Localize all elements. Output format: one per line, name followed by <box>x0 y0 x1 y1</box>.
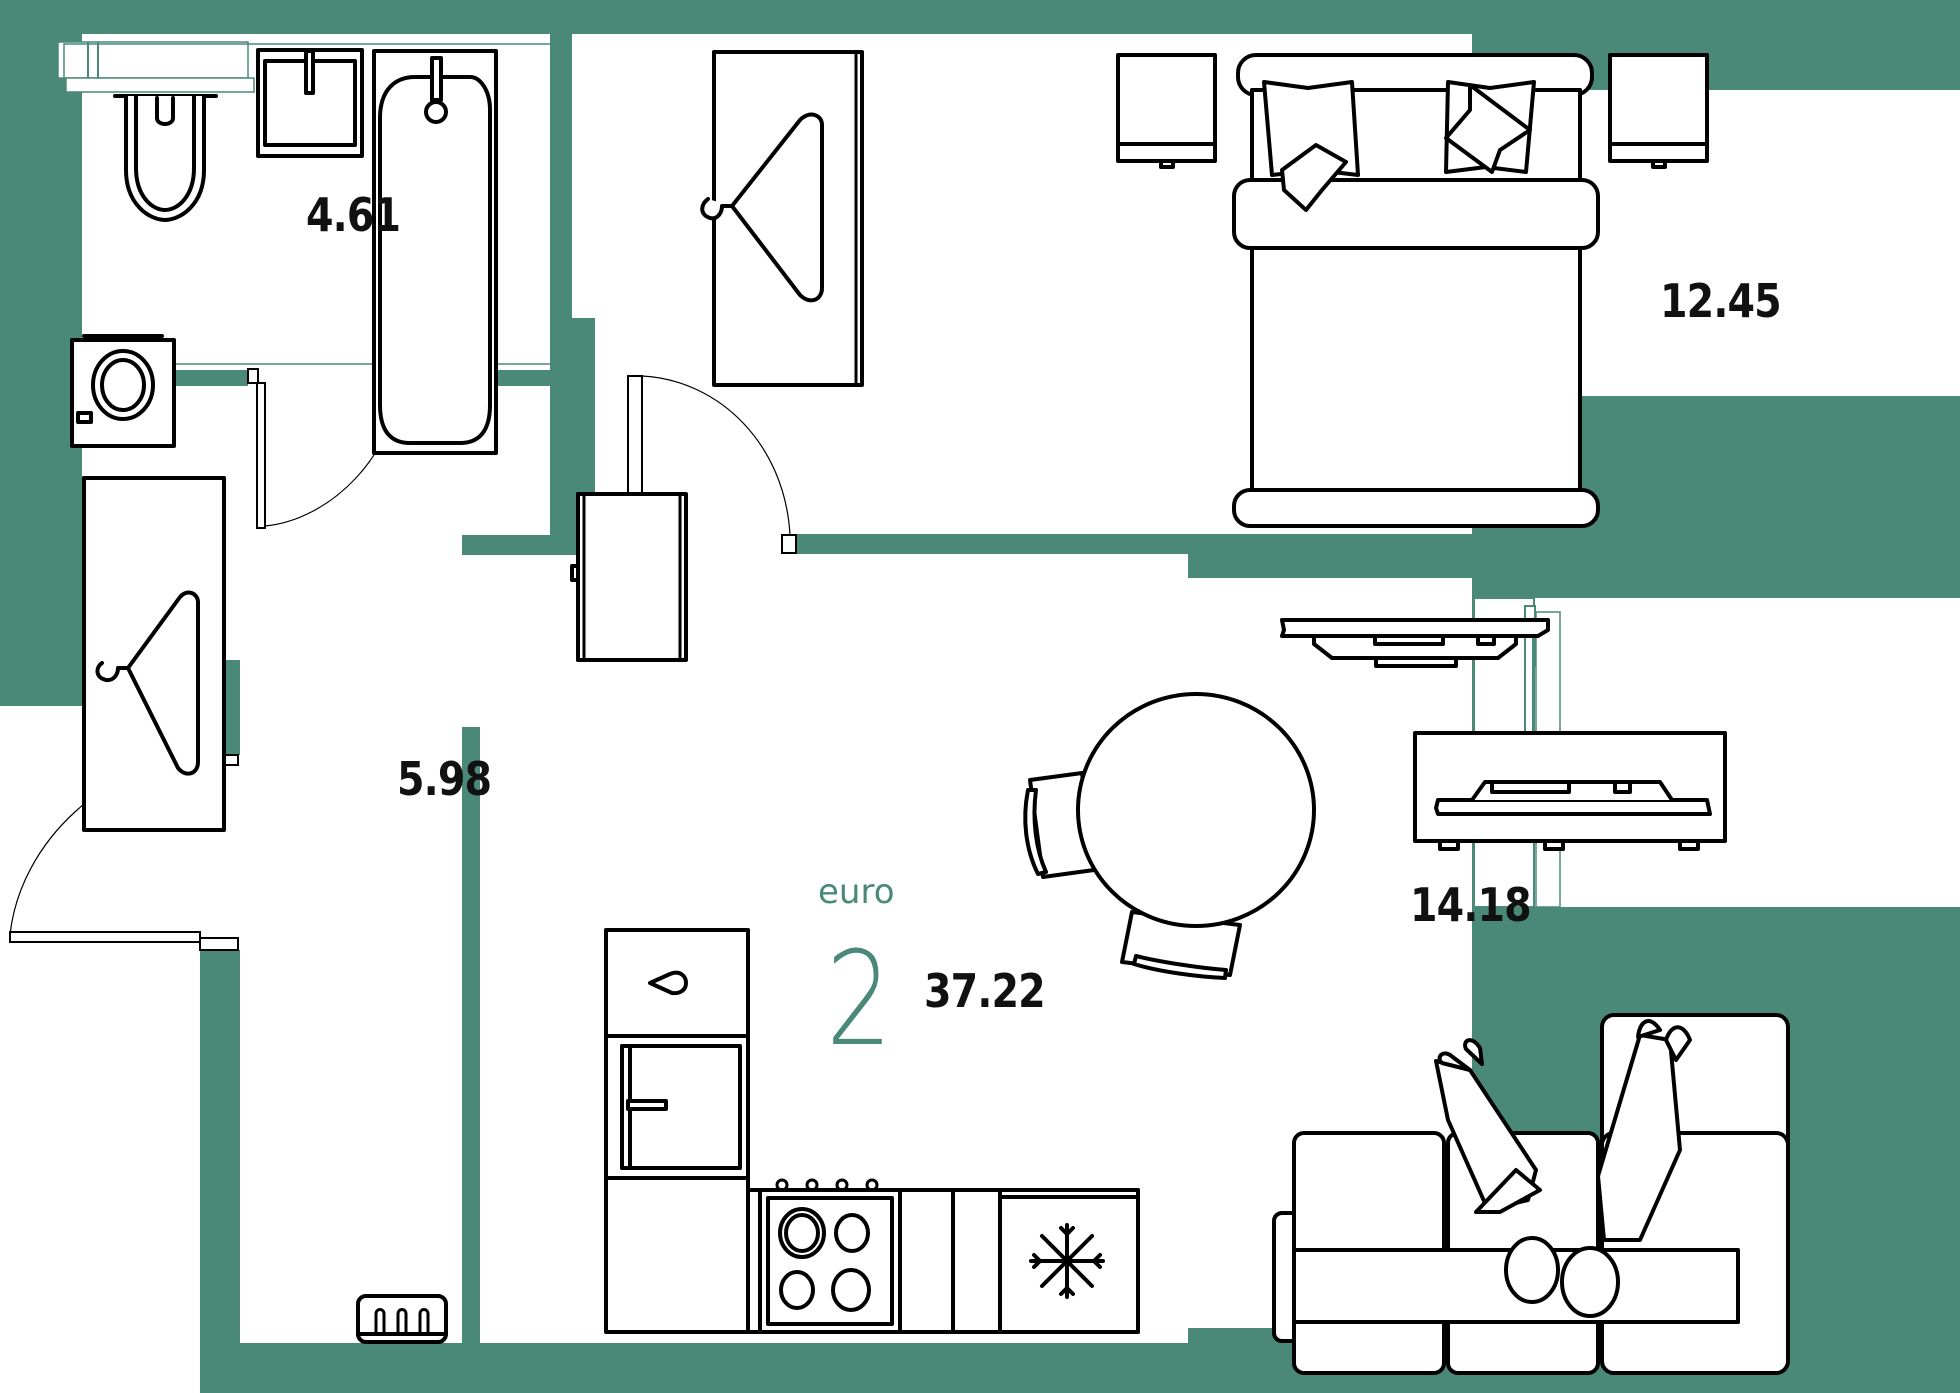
fridge-snowflake-icon <box>998 1188 1140 1334</box>
hallway-furniture <box>82 476 688 1344</box>
toilet-icon <box>113 94 218 222</box>
oven-icon <box>604 1034 750 1180</box>
tv-stand-icon <box>1280 618 1550 668</box>
nightstand-icon <box>1116 53 1217 169</box>
nightstand-icon <box>1608 53 1709 169</box>
living-furniture <box>1023 692 1790 1375</box>
wardrobe-icon <box>82 476 226 832</box>
bedroom-furniture <box>1116 53 1709 668</box>
tv-stand-icon <box>1413 731 1727 851</box>
chair-icon <box>1120 910 1242 980</box>
cabinet-icon <box>570 492 688 662</box>
bathtub-icon <box>372 49 498 455</box>
people-icon <box>1434 1019 1692 1318</box>
room-area-bathroom: 4.61 <box>306 188 401 242</box>
double-bed-icon <box>1232 53 1600 528</box>
stove-icon <box>758 1178 902 1334</box>
corner-cabinet <box>604 1176 750 1334</box>
kitchen-furniture <box>604 928 1140 1334</box>
washing-machine-icon <box>70 334 176 448</box>
sink-icon <box>604 928 750 1038</box>
layout-type-label: euro <box>818 872 895 912</box>
room-area-hallway: 5.98 <box>397 752 492 806</box>
room-area-kitchen-living: 14.18 <box>1410 878 1532 932</box>
bathroom-furniture <box>70 48 498 455</box>
total-area: 37.22 <box>924 964 1046 1018</box>
wardrobe-icon <box>700 50 864 387</box>
shoe-rack-icon <box>356 1294 448 1344</box>
rooms-count: 2 <box>826 923 893 1075</box>
sink-icon <box>256 48 364 158</box>
room-area-bedroom: 12.45 <box>1660 274 1782 328</box>
dining-table-icon <box>1076 692 1316 928</box>
